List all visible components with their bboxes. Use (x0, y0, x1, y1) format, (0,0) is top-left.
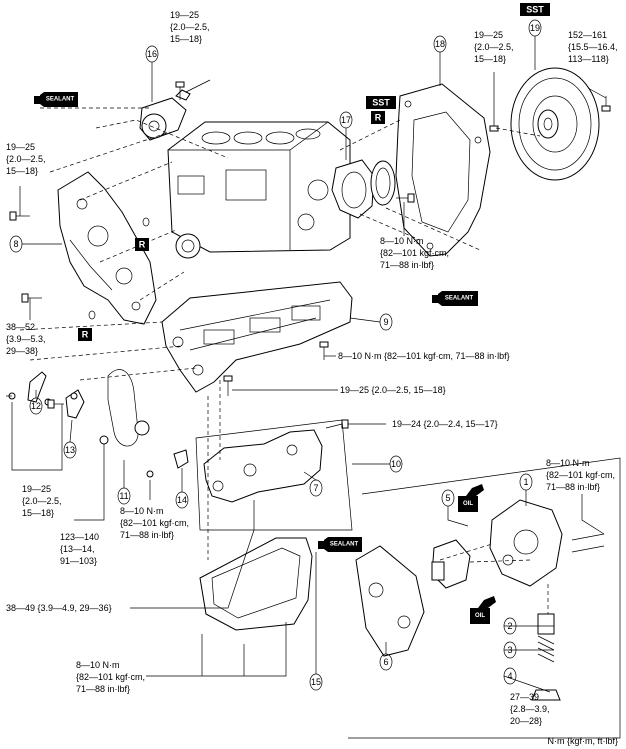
torque-16: 19—25 {2.0—2.5, 15—18} (170, 10, 212, 44)
svg-text:11: 11 (119, 491, 128, 501)
sst-tag-flywheel: SST (520, 3, 550, 16)
inset-frame (348, 457, 621, 739)
oil-seal-ring (370, 160, 396, 206)
torque-9: 8—10 N·m {82—101 kgf·cm, 71—88 in·lbf} (338, 351, 510, 361)
sealant-tube-front-cover: SEALANT (34, 92, 78, 107)
torque-15-left: 38—49 {3.9—4.9, 29—36} (6, 603, 112, 613)
sst-tag-label: SST (526, 5, 544, 15)
svg-text:17: 17 (341, 115, 351, 125)
tensioner-arm-13 (65, 389, 85, 419)
torque-mid: 19—25 {2.0—2.5, 15—18} (340, 385, 446, 395)
svg-text:6: 6 (383, 657, 388, 667)
callout-18: 18 (433, 35, 447, 53)
flywheel-19 (510, 67, 600, 181)
svg-text:14: 14 (177, 495, 187, 505)
sealant-tag: SEALANT (445, 296, 474, 302)
o-rings (88, 217, 150, 320)
oil-pump-7 (203, 429, 323, 530)
bolts (6, 81, 611, 429)
r-tag-label: R (375, 113, 382, 123)
torque-8-top: 19—25 {2.0—2.5, 15—18} (6, 142, 48, 176)
callout-6: 6 (379, 653, 393, 671)
bracket-14 (146, 449, 189, 478)
torque-14: 8—10 N·m {82—101 kgf·cm, 71—88 in·lbf} (120, 506, 192, 540)
svg-text:9: 9 (383, 317, 388, 327)
callout-5: 5 (441, 489, 455, 507)
box-part-10 (195, 419, 353, 531)
torque-17: 8—10 N·m {82—101 kgf·cm, 71—88 in·lbf} (380, 236, 452, 270)
svg-text:7: 7 (313, 483, 318, 493)
leader-lines (11, 36, 607, 693)
callout-16: 16 (145, 45, 159, 63)
oil-tag: OIL (475, 613, 485, 619)
callout-1: 1 (519, 473, 533, 491)
callout-9: 9 (379, 313, 393, 331)
r-tag-block: R (135, 238, 149, 251)
torque-4: 27—39 {2.8—3.9, 20—28} (510, 692, 552, 726)
svg-text:18: 18 (435, 39, 445, 49)
callout-4: 4 (503, 667, 517, 685)
torque-12: 19—25 {2.0—2.5, 15—18} (22, 484, 64, 518)
svg-text:16: 16 (147, 49, 157, 59)
engine-block (167, 121, 351, 259)
callout-19: 19 (528, 19, 542, 37)
sealant-tag: SEALANT (46, 97, 75, 103)
oil-pan-lower-15 (199, 537, 313, 668)
callout-12: 12 (29, 397, 43, 415)
rear-seal-housing-17 (331, 159, 375, 219)
inset-oil-pump (355, 499, 605, 701)
svg-text:19: 19 (530, 23, 540, 33)
svg-text:10: 10 (391, 459, 401, 469)
torque-11: 123—140 {13—14, 91—103} (60, 532, 102, 566)
callout-7: 7 (309, 479, 323, 497)
svg-text:1: 1 (523, 477, 528, 487)
r-tag-seal: R (371, 111, 385, 124)
svg-text:8: 8 (13, 239, 18, 249)
end-plate-18 (395, 83, 491, 257)
alignment-lines (19, 107, 549, 614)
callout-15: 15 (309, 673, 323, 691)
sealant-tube-oil-pan: SEALANT (432, 291, 478, 306)
callout-14: 14 (175, 491, 189, 509)
torque-19: 152—161 {15.5—16.4, 113—118} (568, 30, 620, 64)
svg-text:12: 12 (31, 401, 41, 411)
torque-labels: 19—25 {2.0—2.5, 15—18} 19—25 {2.0—2.5, 1… (6, 10, 620, 726)
sealant-tube-lower-pan: SEALANT (318, 537, 362, 552)
oil-pan-upper-9 (161, 281, 353, 393)
r-tag-cover: R (78, 328, 92, 341)
svg-text:5: 5 (445, 493, 450, 503)
torque-1: 8—10 N·m {82—101 kgf·cm, 71—88 in·lbf} (546, 458, 618, 492)
unit-legend: N·m {kgf·m, ft·lbf} (547, 736, 618, 746)
sealant-tag: SEALANT (330, 542, 359, 548)
svg-text:15: 15 (311, 677, 321, 687)
timing-chain-11 (99, 369, 150, 447)
torque-18: 19—25 {2.0—2.5, 15—18} (474, 30, 516, 64)
sst-tag-label: SST (372, 98, 390, 108)
svg-text:13: 13 (65, 445, 75, 455)
oil-can-lower: OIL (470, 596, 496, 624)
r-tag-label: R (82, 330, 89, 340)
svg-text:4: 4 (507, 671, 512, 681)
callout-10: 10 (389, 455, 403, 473)
sst-tag-seal: SST (366, 96, 396, 109)
oil-can-upper: OIL (458, 484, 484, 512)
torque-10: 19—24 {2.0—2.4, 15—17} (392, 419, 498, 429)
callout-17: 17 (339, 111, 353, 129)
oil-tag: OIL (463, 501, 473, 507)
r-tag-label: R (139, 240, 146, 250)
callout-11: 11 (117, 487, 131, 505)
callout-8: 8 (9, 235, 23, 253)
torque-15-bottom: 8—10 N·m {82—101 kgf·cm, 71—88 in·lbf} (76, 660, 148, 694)
callout-13: 13 (63, 441, 77, 459)
torque-8-bottom: 38—52 {3.9—5.3, 29—38} (6, 322, 48, 356)
tensioner-16 (139, 89, 191, 141)
